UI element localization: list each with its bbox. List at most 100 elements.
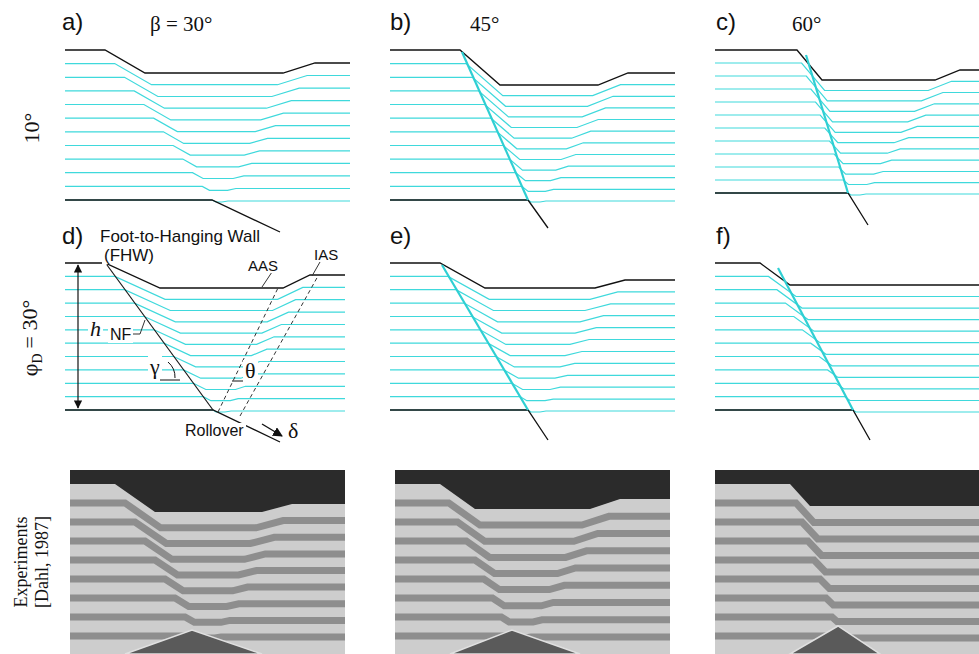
layer-line [390, 118, 675, 138]
layer-line [65, 317, 345, 334]
figure-label: Rollover [183, 423, 246, 439]
layer-line [390, 357, 675, 367]
layer-line [390, 173, 675, 181]
row-label: Experiments[Dahl, 1987] [11, 516, 52, 608]
topography-line [65, 50, 350, 73]
row-label: 10° [19, 113, 44, 144]
sand-body [395, 484, 670, 654]
layer-line [715, 180, 979, 185]
sand-layer [70, 560, 345, 575]
layer-line [65, 159, 350, 167]
layer-line [65, 357, 345, 367]
figure-label: a) [60, 10, 85, 34]
sand-layer [395, 541, 670, 557]
sand-layer [715, 541, 979, 556]
photo-background [715, 470, 979, 654]
figure-label: b) [388, 10, 413, 34]
layer-line [390, 317, 675, 334]
layer-line [715, 276, 979, 296]
figure-label: d) [60, 224, 85, 248]
row-label-text: 10° [19, 113, 44, 144]
sand-body [715, 484, 979, 654]
layer-line [715, 370, 979, 378]
figure-label: 45° [468, 14, 501, 35]
layer-line [65, 330, 345, 345]
figure-label: θ [243, 360, 258, 382]
aas-line [218, 288, 278, 412]
topography-line [65, 263, 345, 288]
layer-line [65, 118, 350, 131]
layer-line [715, 102, 979, 122]
sand-layer [715, 617, 979, 622]
layer-line [390, 397, 675, 401]
layer-line [65, 303, 345, 322]
figure-label: δ [286, 420, 300, 442]
topography-line [390, 263, 675, 288]
figure-label: e) [388, 224, 413, 248]
figure-label: c) [714, 10, 738, 34]
layer-line [715, 317, 979, 332]
photo-background [395, 470, 670, 654]
experiment-photo [70, 470, 345, 654]
layer-line [390, 303, 675, 322]
basement-line [390, 410, 548, 440]
experiment-photo [395, 470, 670, 654]
figure-label: AAS [246, 258, 280, 273]
topography-line [715, 50, 979, 80]
layer-line [715, 383, 979, 389]
row-label-text: = 30° [17, 300, 42, 349]
normal-fault-line [107, 265, 213, 410]
figure-label: β = 30° [148, 14, 214, 35]
sand-layer [395, 579, 670, 590]
topography-line [390, 50, 675, 85]
row-label-text: Experiments [11, 516, 32, 608]
layer-line [390, 146, 675, 160]
basement-line [715, 193, 868, 225]
figure-label: 60° [790, 14, 823, 35]
model-panel [715, 50, 979, 225]
model-panel [65, 263, 345, 442]
layer-line [65, 186, 350, 190]
basement-line [715, 410, 870, 440]
experiment-photo [715, 470, 979, 654]
thickness-arrow [77, 265, 78, 408]
layer-line [65, 64, 350, 85]
layer-line [65, 77, 350, 96]
figure-label: IAS [312, 247, 340, 262]
layer-line [715, 167, 979, 174]
apparatus-block [790, 626, 880, 654]
angle-arc [168, 362, 175, 378]
layer-line [65, 132, 350, 144]
basement-line [390, 200, 548, 228]
apparatus-block [125, 630, 262, 654]
basement-line [65, 410, 280, 442]
layer-line [390, 105, 675, 128]
layer-line [715, 330, 979, 343]
figure-label: (FHW) [102, 247, 156, 264]
layer-line [715, 63, 979, 91]
layer-line [715, 290, 979, 308]
layer-line [715, 154, 979, 164]
layer-line [65, 343, 345, 355]
layer-line [65, 290, 345, 311]
layer-line [715, 357, 979, 366]
topography-line [715, 263, 979, 285]
figure-label: h [88, 318, 103, 340]
subscript: D [30, 353, 45, 363]
photo-background [70, 470, 345, 654]
sand-layer [395, 598, 670, 606]
figure-label: Foot-to-Hanging Wall [98, 228, 262, 245]
layer-line [65, 370, 345, 378]
model-panel [390, 50, 675, 228]
figure-label: γ [148, 356, 162, 378]
layer-line [390, 290, 675, 311]
layer-line [390, 132, 675, 149]
sand-layer [715, 579, 979, 589]
leader-line [262, 272, 272, 287]
sand-layer [70, 617, 345, 622]
layer-line [390, 370, 675, 378]
layer-line [65, 383, 345, 389]
layer-line [65, 173, 350, 179]
